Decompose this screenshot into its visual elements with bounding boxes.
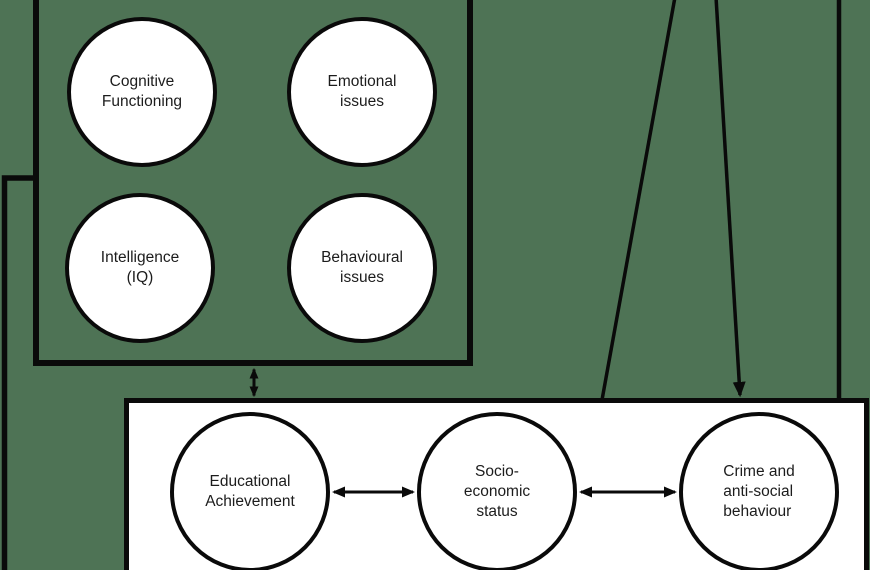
emotional-issues-node: Emotional issues [287,17,437,167]
socio-economic-status-node: Socio- economic status [417,412,577,570]
intelligence-iq-node: Intelligence (IQ) [65,193,215,343]
diagonal-line-to-outcomes-box [600,0,677,401]
cognitive-functioning-node: Cognitive Functioning [67,17,217,167]
crime-anti-social-behaviour-node: Crime and anti-social behaviour [679,412,839,570]
down-arrow-to-outcomes-box [714,0,746,398]
educational-achievement-node: Educational Achievement [170,412,330,570]
behavioural-issues-node: Behavioural issues [287,193,437,343]
